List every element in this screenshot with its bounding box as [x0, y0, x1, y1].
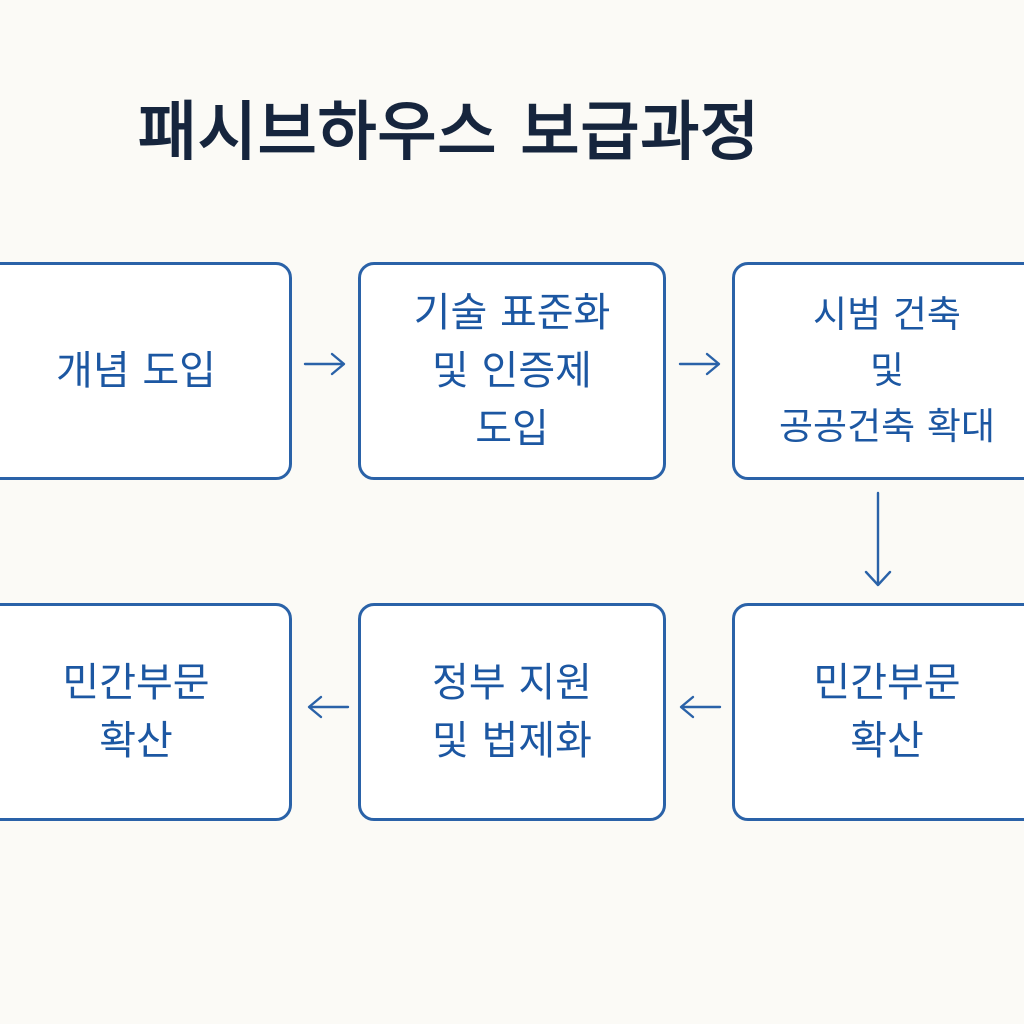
step-box-private-sector-spread: 민간부문 확산: [732, 603, 1024, 821]
page-title: 패시브하우스 보급과정: [138, 96, 761, 170]
step-box-pilot-public-buildings: 시범 건축 및 공공건축 확대: [732, 262, 1024, 480]
arrow-right-icon: [677, 349, 723, 379]
step-box-concept-introduction: 개념 도입: [0, 262, 292, 480]
step-label: 및: [869, 349, 905, 392]
step-label: 시범 건축: [813, 293, 961, 336]
step-label: 민간부문: [813, 660, 961, 706]
step-label: 및 인증제: [432, 348, 592, 394]
step-label: 정부 지원: [432, 660, 592, 706]
step-box-government-support-legislation: 정부 지원 및 법제화: [358, 603, 666, 821]
arrow-left-icon: [305, 692, 351, 722]
step-label: 확산: [850, 718, 924, 764]
step-label: 및 법제화: [432, 718, 592, 764]
step-label: 확산: [99, 718, 173, 764]
arrow-left-icon: [677, 692, 723, 722]
arrow-down-icon: [863, 490, 893, 590]
step-label: 기술 표준화: [413, 290, 611, 336]
step-box-standardization-certification: 기술 표준화 및 인증제 도입: [358, 262, 666, 480]
step-label: 도입: [475, 406, 549, 452]
step-label: 민간부문: [62, 660, 210, 706]
step-label: 개념 도입: [56, 348, 216, 394]
arrow-right-icon: [302, 349, 348, 379]
step-box-private-sector-spread-final: 민간부문 확산: [0, 603, 292, 821]
step-label: 공공건축 확대: [778, 405, 995, 448]
